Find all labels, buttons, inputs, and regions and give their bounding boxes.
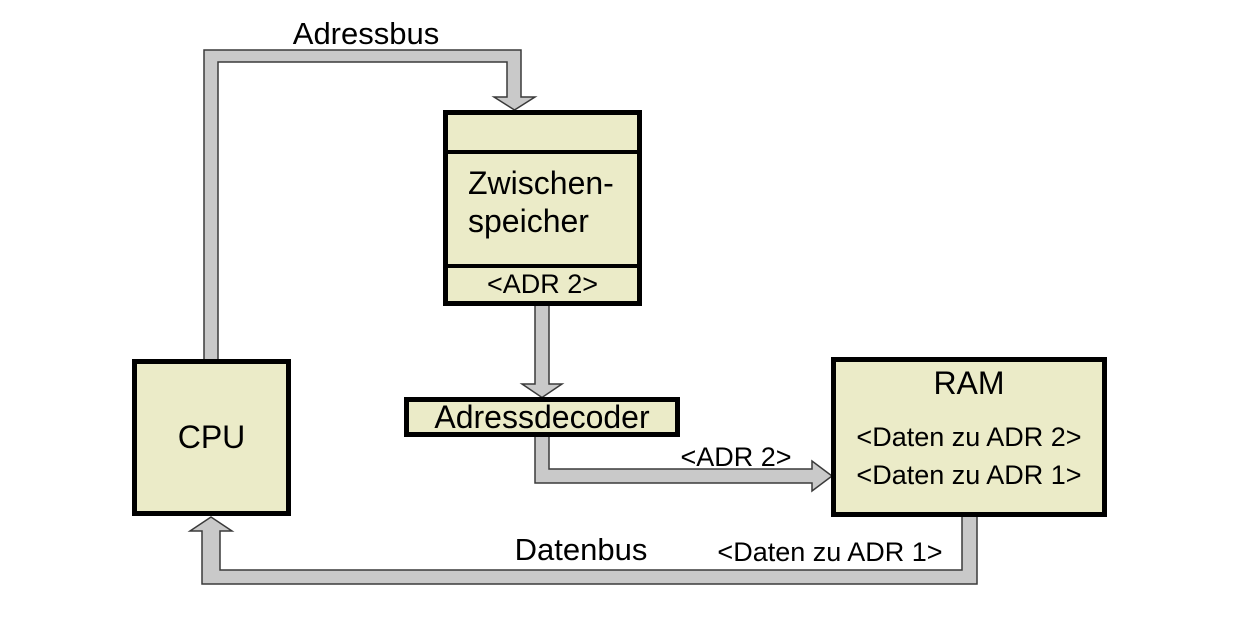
decoder-box: Adressdecoder — [404, 397, 680, 437]
adressbus-arrow — [203, 49, 538, 361]
buffer-divider-bottom — [448, 264, 637, 268]
buffer-title: Zwischen- speicher — [448, 154, 637, 264]
adressbus-label: Adressbus — [292, 16, 440, 51]
buffer-empty-slot — [448, 115, 637, 150]
decoder-label: Adressdecoder — [434, 398, 650, 435]
daten-zu-adr1-bus-label: <Daten zu ADR 1> — [717, 537, 943, 567]
cpu-box: CPU — [132, 359, 291, 516]
ram-box: RAM <Daten zu ADR 2> <Daten zu ADR 1> — [831, 357, 1107, 517]
adr2-bus-label: <ADR 2> — [680, 442, 792, 472]
ram-label: RAM — [933, 365, 1005, 401]
buffer-to-decoder-arrow — [519, 304, 565, 399]
datenbus-arrow — [187, 515, 978, 585]
buffer-title-line2: speicher — [468, 203, 589, 239]
buffer-divider-top — [448, 150, 637, 154]
decoder-to-ram-arrow — [534, 435, 834, 493]
buffer-box: Zwischen- speicher <ADR 2> — [443, 110, 642, 306]
ram-entry-adr2: <Daten zu ADR 2> — [856, 422, 1082, 452]
cpu-label: CPU — [177, 419, 246, 455]
buffer-adr-slot: <ADR 2> — [486, 269, 599, 299]
buffer-title-line1: Zwischen- — [468, 165, 614, 201]
datenbus-label: Datenbus — [514, 532, 648, 567]
ram-entries: <Daten zu ADR 2> <Daten zu ADR 1> — [836, 418, 1102, 494]
ram-entry-adr1: <Daten zu ADR 1> — [856, 460, 1082, 490]
